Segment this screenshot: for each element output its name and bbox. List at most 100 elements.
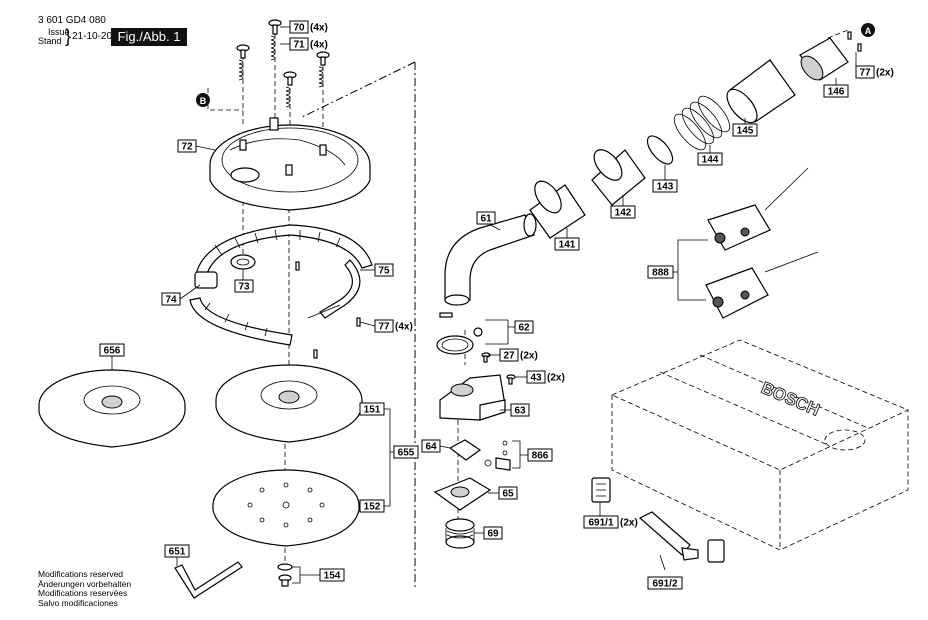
svg-text:65: 65 <box>502 489 514 500</box>
part-866 <box>484 440 511 471</box>
screw-27 <box>481 352 491 363</box>
svg-text:(2x): (2x) <box>876 68 894 79</box>
ring-75 <box>307 259 361 319</box>
spring-71 <box>270 35 276 61</box>
svg-text:691/1: 691/1 <box>588 518 613 529</box>
svg-text:70: 70 <box>293 23 305 34</box>
svg-text:(4x): (4x) <box>310 40 328 51</box>
part-label-144: 144 <box>697 152 723 166</box>
part-label-75: 75 <box>374 263 394 277</box>
svg-text:154: 154 <box>324 571 341 582</box>
screw-43 <box>506 374 516 385</box>
svg-text:141: 141 <box>559 240 576 251</box>
part-label-656: 656 <box>99 343 125 357</box>
svg-text:(4x): (4x) <box>310 23 328 34</box>
part-label-152: 152 <box>359 499 385 513</box>
part-label-61: 61 <box>476 211 496 225</box>
part-label-62: 62 <box>514 320 534 334</box>
screw-154 <box>277 563 293 587</box>
velcro-pad-152 <box>212 469 360 547</box>
part-label-151: 151 <box>359 402 385 416</box>
screw-right <box>316 51 330 88</box>
issue-brace: } <box>65 26 72 46</box>
svg-text:74: 74 <box>165 295 177 306</box>
part-label-71: 71 (4x) <box>289 37 328 51</box>
sanding-pad-151 <box>215 364 363 443</box>
tube-142 <box>591 149 646 206</box>
part-label-691-1: 691/1 (2x) <box>583 515 638 529</box>
brush-ring-74 <box>189 224 373 346</box>
svg-text:(2x): (2x) <box>620 518 638 529</box>
svg-text:A: A <box>865 26 872 36</box>
issue-date: 21-10-20 <box>72 31 113 42</box>
part-label-154: 154 <box>319 568 345 582</box>
note-de: Änderungen vorbehalten <box>38 578 132 589</box>
svg-text:143: 143 <box>657 182 674 193</box>
svg-text:151: 151 <box>364 405 381 416</box>
svg-text:27: 27 <box>503 351 515 362</box>
spring-69 <box>445 518 475 549</box>
svg-text:866: 866 <box>532 451 549 462</box>
base-65 <box>433 477 492 511</box>
document-number: 3 601 GD4 080 <box>38 15 106 26</box>
svg-text:69: 69 <box>487 529 499 540</box>
part-label-651: 651 <box>164 544 190 558</box>
svg-text:71: 71 <box>293 40 305 51</box>
svg-text:145: 145 <box>737 126 754 137</box>
part-label-27: 27 (2x) <box>499 348 538 362</box>
svg-text:64: 64 <box>425 442 437 453</box>
part-label-74: 74 <box>161 292 181 306</box>
tube-141 <box>529 180 586 239</box>
part-73 <box>230 254 256 270</box>
part-label-43: 43(2x) <box>526 370 565 384</box>
part-label-77-left: 77 (4x) <box>374 319 413 333</box>
allen-key-651 <box>174 561 243 599</box>
part-label-63: 63 <box>510 403 530 417</box>
part-label-72: 72 <box>177 139 197 153</box>
svg-text:61: 61 <box>480 214 492 225</box>
svg-text:144: 144 <box>702 155 719 166</box>
part-label-888: 888 <box>647 265 674 279</box>
case-brand-label: BOSCH <box>758 378 822 419</box>
figure-badge: Fig./Abb. 1 <box>111 28 187 46</box>
part-label-65: 65 <box>498 486 518 500</box>
svg-text:72: 72 <box>181 142 193 153</box>
svg-text:B: B <box>200 96 207 106</box>
part-label-866: 866 <box>527 448 553 462</box>
part-label-655: 655 <box>393 445 419 459</box>
part-label-73: 73 <box>234 279 254 293</box>
clip-691-1 <box>591 477 725 563</box>
handle-691-2 <box>638 511 699 561</box>
svg-text:75: 75 <box>378 266 390 277</box>
modification-notes: Modifications reserved Änderungen vorbeh… <box>38 569 132 608</box>
svg-text:146: 146 <box>828 87 845 98</box>
part-64 <box>448 439 482 461</box>
svg-text:77: 77 <box>859 68 871 79</box>
note-en: Modifications reserved <box>38 569 124 579</box>
adapter-63 <box>439 374 506 421</box>
spring-144 <box>673 95 731 151</box>
svg-text:888: 888 <box>652 268 669 279</box>
svg-text:656: 656 <box>104 346 121 357</box>
svg-text:(4x): (4x) <box>395 322 413 333</box>
svg-text:(2x): (2x) <box>520 351 538 362</box>
housing-plate-72 <box>209 117 371 211</box>
part-label-145: 145 <box>732 123 758 137</box>
svg-text:655: 655 <box>398 448 415 459</box>
screw-mid <box>283 71 297 108</box>
connector-146 <box>799 31 862 81</box>
part-label-141: 141 <box>554 237 580 251</box>
marker-a-path <box>827 29 849 39</box>
ring-143 <box>646 135 674 165</box>
marker-b-path <box>207 88 243 111</box>
adapter-888-lower <box>705 251 819 319</box>
note-es: Salvo modificaciones <box>38 597 118 608</box>
stand-label: Stand <box>38 36 62 46</box>
svg-text:651: 651 <box>169 547 186 558</box>
svg-text:77: 77 <box>378 322 390 333</box>
part-label-77-right: 77 (2x) <box>855 65 894 79</box>
part-label-143: 143 <box>652 179 678 193</box>
svg-text:(2x): (2x) <box>547 373 565 384</box>
part-label-64: 64 <box>421 439 441 453</box>
